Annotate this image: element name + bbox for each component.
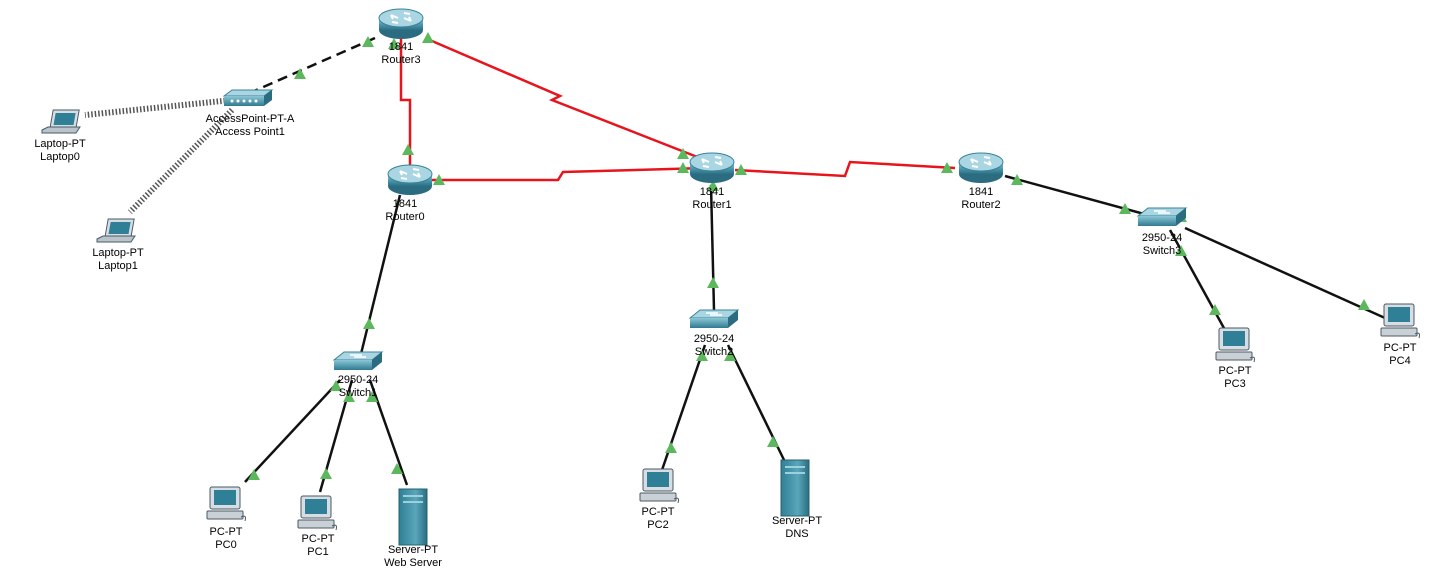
pc2-device[interactable]: PC-PT PC2: [639, 468, 679, 531]
router3-model: 1841: [389, 41, 413, 53]
router0-name: Router0: [385, 211, 424, 223]
router2-model: 1841: [969, 186, 993, 198]
pc3-device[interactable]: PC-PT PC3: [1215, 327, 1255, 390]
pc0-model: PC-PT: [210, 526, 243, 538]
pc-icon: [297, 495, 337, 531]
router2-name: Router2: [961, 199, 1000, 211]
laptop0-device[interactable]: Laptop-PT Laptop0: [34, 109, 86, 163]
router3-name: Router3: [381, 54, 420, 66]
laptop-icon: [41, 109, 81, 134]
link-up-indicator: [707, 277, 719, 288]
switch2-name: Switch2: [695, 346, 734, 358]
link-up-indicator: [1358, 299, 1370, 310]
pc0-name: PC0: [215, 539, 236, 551]
link-switch1-pc0[interactable]: [244, 379, 341, 483]
pc1-model: PC-PT: [302, 533, 335, 545]
router-icon: [689, 152, 735, 184]
link-router0-switch1[interactable]: [358, 194, 402, 359]
switch-icon: [333, 351, 383, 371]
pc4-device[interactable]: PC-PT PC4: [1380, 303, 1420, 367]
link-wireless-laptop0[interactable]: [84, 97, 233, 118]
switch1-name: Switch1: [339, 387, 378, 399]
link-router1-router2[interactable]: [734, 160, 956, 178]
laptop1-model: Laptop-PT: [92, 247, 144, 259]
server-icon: [780, 459, 810, 517]
pc4-model: PC-PT: [1384, 342, 1417, 354]
accesspoint-device[interactable]: AccessPoint-PT-A Access Point1: [206, 89, 295, 138]
switch3-name: Switch3: [1143, 245, 1182, 257]
pc-icon: [1380, 303, 1420, 339]
dns-device[interactable]: Server-PT DNS: [772, 459, 822, 540]
pc-icon: [1215, 327, 1255, 363]
link-switch3-pc4[interactable]: [1184, 226, 1386, 320]
pc3-name: PC3: [1224, 378, 1245, 390]
server-icon: [398, 488, 428, 546]
access-point-icon: [223, 89, 273, 107]
link-router1-switch2[interactable]: [709, 184, 716, 311]
link-wireless-laptop1[interactable]: [127, 107, 235, 215]
link-up-indicator: [363, 318, 375, 329]
router0-model: 1841: [393, 198, 417, 210]
pc2-name: PC2: [647, 519, 668, 531]
laptop1-device[interactable]: Laptop-PT Laptop1: [92, 218, 144, 272]
switch1-model: 2950-24: [338, 374, 378, 386]
pc4-name: PC4: [1389, 355, 1410, 367]
laptop-icon: [96, 218, 136, 243]
switch-icon: [1137, 207, 1187, 227]
switch-icon: [689, 309, 739, 329]
router-icon: [958, 152, 1004, 184]
pc1-name: PC1: [307, 546, 328, 558]
router3-device[interactable]: 1841 Router3: [378, 8, 424, 66]
pc0-device[interactable]: PC-PT PC0: [206, 486, 246, 551]
router-icon: [387, 164, 433, 196]
link-up-indicator: [422, 32, 434, 43]
link-up-indicator: [320, 468, 332, 479]
router1-model: 1841: [700, 186, 724, 198]
switch3-model: 2950-24: [1142, 232, 1182, 244]
dns-model: Server-PT: [772, 515, 822, 527]
laptop0-name: Laptop0: [40, 151, 80, 163]
pc1-device[interactable]: PC-PT PC1: [297, 495, 337, 558]
router1-name: Router1: [692, 199, 731, 211]
link-up-indicator: [402, 144, 414, 155]
accesspoint-name: Access Point1: [215, 126, 285, 138]
webserver-name: Web Server: [384, 557, 442, 569]
link-switch1-webserver[interactable]: [368, 379, 409, 486]
link-router3-accesspoint[interactable]: [244, 36, 376, 97]
link-router3-router1[interactable]: [424, 36, 706, 162]
link-up-indicator: [362, 36, 374, 47]
router1-device[interactable]: 1841 Router1: [689, 152, 735, 211]
switch1-device[interactable]: 2950-24 Switch1: [333, 351, 383, 399]
pc-icon: [639, 468, 679, 504]
webserver-model: Server-PT: [388, 544, 438, 556]
pc-icon: [206, 486, 246, 522]
switch2-model: 2950-24: [694, 333, 734, 345]
laptop1-name: Laptop1: [98, 260, 138, 272]
laptop0-model: Laptop-PT: [34, 138, 86, 150]
link-up-indicator: [767, 436, 779, 447]
switch2-device[interactable]: 2950-24 Switch2: [689, 309, 739, 358]
switch3-device[interactable]: 2950-24 Switch3: [1137, 207, 1187, 257]
pc2-model: PC-PT: [642, 506, 675, 518]
accesspoint-model: AccessPoint-PT-A: [206, 113, 295, 125]
link-up-indicator: [248, 469, 260, 480]
pc3-model: PC-PT: [1219, 365, 1252, 377]
link-up-indicator: [665, 442, 677, 453]
webserver-device[interactable]: Server-PT Web Server: [384, 488, 442, 569]
dns-name: DNS: [785, 528, 808, 540]
router-icon: [378, 8, 424, 40]
link-router3-router0[interactable]: [399, 38, 412, 170]
router2-device[interactable]: 1841 Router2: [958, 152, 1004, 211]
link-router0-router1[interactable]: [432, 166, 706, 182]
router0-device[interactable]: 1841 Router0: [385, 164, 433, 223]
